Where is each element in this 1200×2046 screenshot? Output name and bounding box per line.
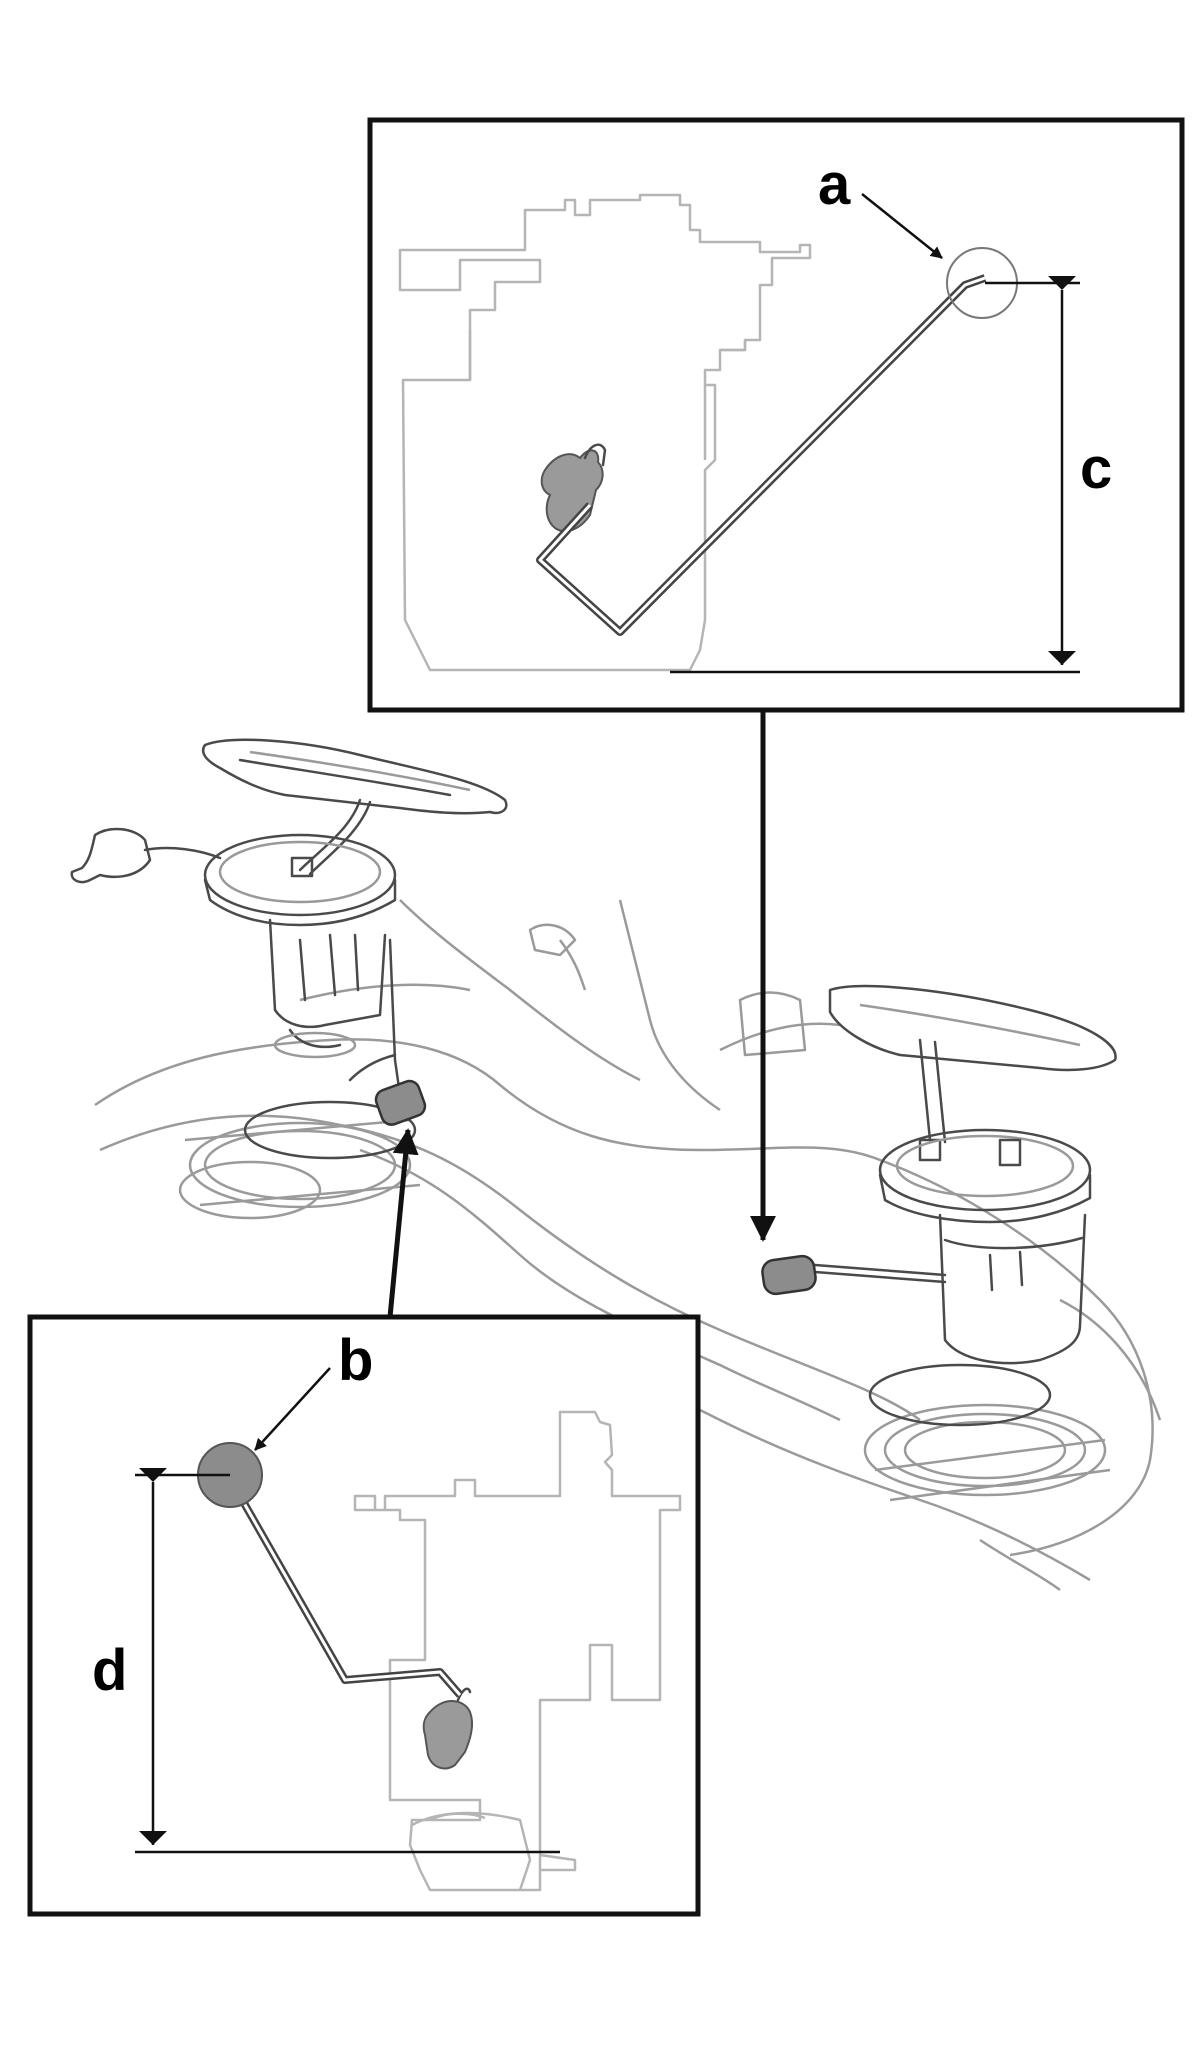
inset-lower-float-position: b d [27,1314,701,1917]
pump-unit-outline-lower [353,1410,682,1892]
callout-b: b [338,1328,373,1393]
callout-a: a [818,152,851,217]
float-right [761,1254,817,1296]
arm-pivot-bracket-lower [422,1700,474,1770]
float-left [374,1079,427,1126]
vehicle-floor-illustration [94,899,1162,1592]
pointer-arrow-lower-to-left-float [387,1128,419,1318]
inset-upper-float-position: a c [367,117,1185,713]
leader-line-a [861,193,943,259]
callout-d: d [92,1638,127,1703]
callout-c: c [1080,436,1112,501]
leader-line-b [254,1367,331,1451]
fuel-pump-module-left [70,738,508,1126]
fuel-pump-module-right [761,984,1117,1365]
